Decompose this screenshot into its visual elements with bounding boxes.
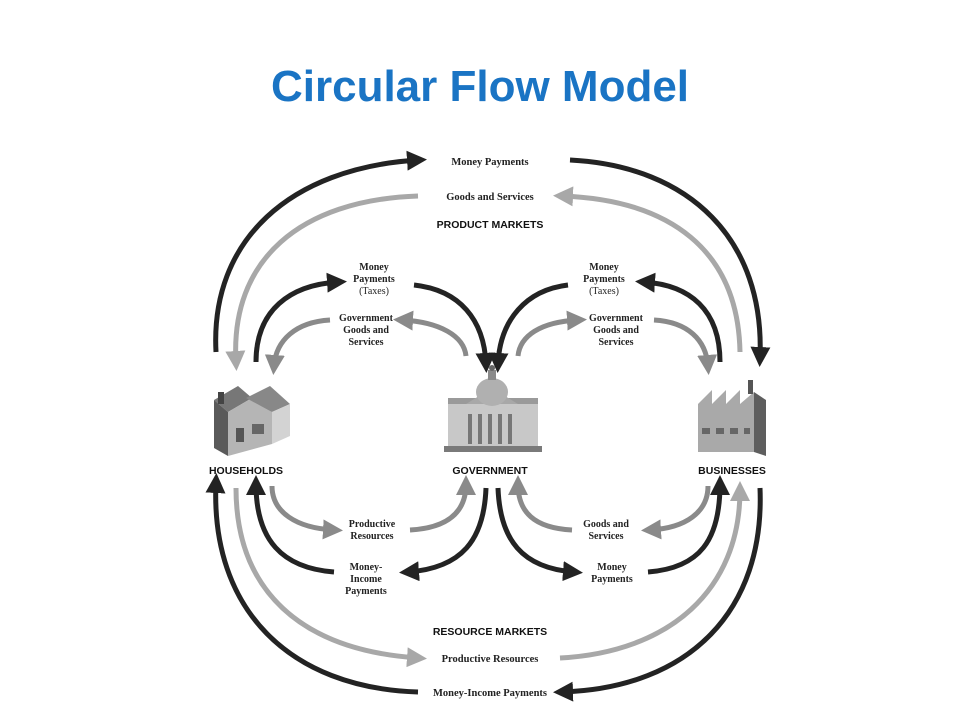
ul-goods-line-1: Government — [339, 313, 394, 324]
label-money-payments-top: Money Payments — [451, 157, 528, 168]
ll-resources-line-1: Productive — [349, 519, 396, 530]
ll-money-line-2: Income — [350, 574, 382, 585]
outer-money-arrow-top-to-businesses — [569, 157, 771, 367]
ll-income-arrow-government-down — [399, 487, 489, 582]
ll-money-line-3: Payments — [345, 586, 387, 597]
outer-income-arrow-businesses-to-bottom — [553, 487, 763, 702]
ll-money-line-1: Money- — [350, 562, 383, 573]
node-households: HOUSEHOLDS — [209, 465, 283, 477]
house-icon — [214, 386, 290, 456]
lr-money-arrow-to-businesses — [647, 475, 730, 575]
ul-money-line-2: Payments — [353, 274, 395, 285]
ur-goods-arrow-to-businesses — [653, 317, 718, 375]
outer-income-arrow-bottom-to-households — [205, 473, 419, 695]
label-resource-markets: RESOURCE MARKETS — [433, 626, 547, 638]
label-product-markets: PRODUCT MARKETS — [437, 219, 544, 231]
label-productive-resources-bottom: Productive Resources — [442, 654, 539, 665]
lr-goods-line-2: Services — [589, 531, 624, 542]
ul-goods-arrow-to-households — [264, 317, 331, 375]
ur-goods-line-1: Government — [589, 313, 644, 324]
ur-goods-line-3: Services — [599, 337, 634, 348]
lr-money-arrow-government-down — [495, 487, 583, 582]
ll-income-arrow-to-households — [246, 475, 335, 575]
lr-goods-line-1: Goods and — [583, 519, 629, 530]
label-goods-services-top: Goods and Services — [446, 192, 534, 203]
ur-goods-arrow-government-up — [515, 310, 587, 357]
lr-money-line-2: Payments — [591, 574, 633, 585]
ul-goods-line-3: Services — [349, 337, 384, 348]
lr-goods-arrow-businesses-down — [641, 485, 711, 540]
ur-money-line-1: Money — [589, 262, 618, 273]
outer-resource-arrow-bottom-to-businesses — [559, 481, 750, 661]
ul-money-line-1: Money — [359, 262, 388, 273]
ul-money-line-3: (Taxes) — [359, 286, 389, 297]
slide-title: Circular Flow Model — [270, 62, 690, 111]
ul-goods-line-2: Goods and — [343, 325, 389, 336]
factory-icon — [698, 380, 766, 456]
ul-tax-arrow-households-up — [253, 272, 347, 363]
ur-money-line-2: Payments — [583, 274, 625, 285]
ul-tax-arrow-to-government — [413, 282, 496, 373]
ur-tax-arrow-to-government — [488, 282, 569, 373]
outer-goods-arrow-businesses-to-top — [553, 186, 743, 353]
ll-resources-line-2: Resources — [350, 531, 393, 542]
ur-money-line-3: (Taxes) — [589, 286, 619, 297]
ur-goods-line-2: Goods and — [593, 325, 639, 336]
lr-goods-arrow-to-government — [508, 475, 573, 533]
ll-resource-arrow-to-government — [409, 475, 476, 533]
label-money-income-bottom: Money-Income Payments — [433, 688, 547, 699]
ur-tax-arrow-businesses-up — [635, 272, 723, 363]
ul-goods-arrow-government-up — [393, 310, 469, 357]
capitol-icon — [444, 365, 542, 452]
outer-goods-arrow-top-to-households — [225, 193, 419, 371]
node-government: GOVERNMENT — [452, 465, 528, 477]
outer-resource-arrow-households-to-bottom — [233, 487, 427, 668]
outer-money-arrow-households-to-top — [213, 150, 427, 353]
lr-money-line-1: Money — [597, 562, 626, 573]
ll-resource-arrow-households-down — [269, 485, 343, 540]
node-businesses: BUSINESSES — [698, 465, 766, 477]
